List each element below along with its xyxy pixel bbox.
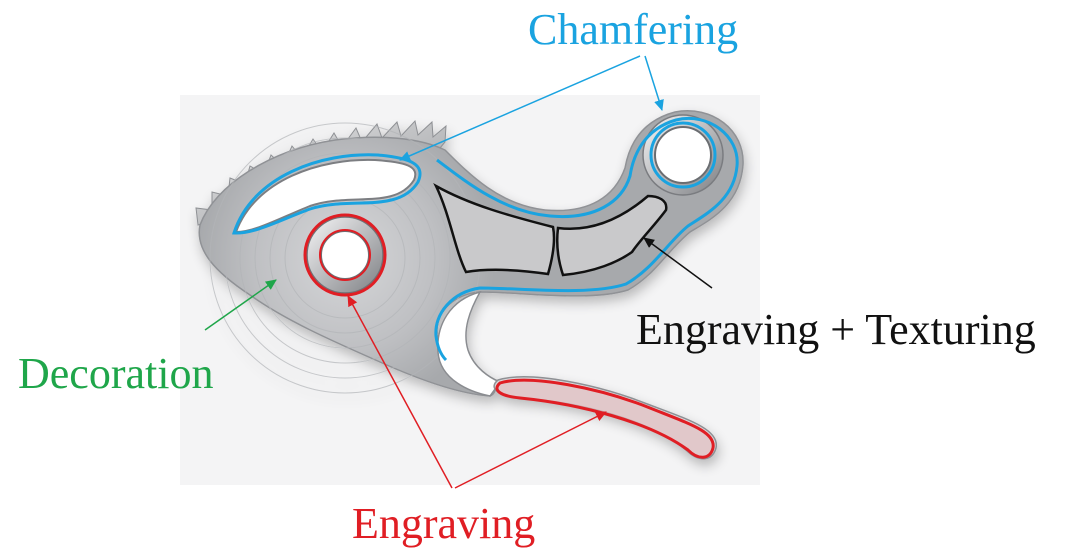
chamfering-label: Chamfering <box>528 8 738 52</box>
engraving-texturing-label: Engraving + Texturing <box>636 308 1036 352</box>
center-hole <box>321 231 369 279</box>
decoration-label: Decoration <box>18 352 213 396</box>
engraving-label: Engraving <box>352 502 535 546</box>
ring-hole <box>655 127 711 183</box>
